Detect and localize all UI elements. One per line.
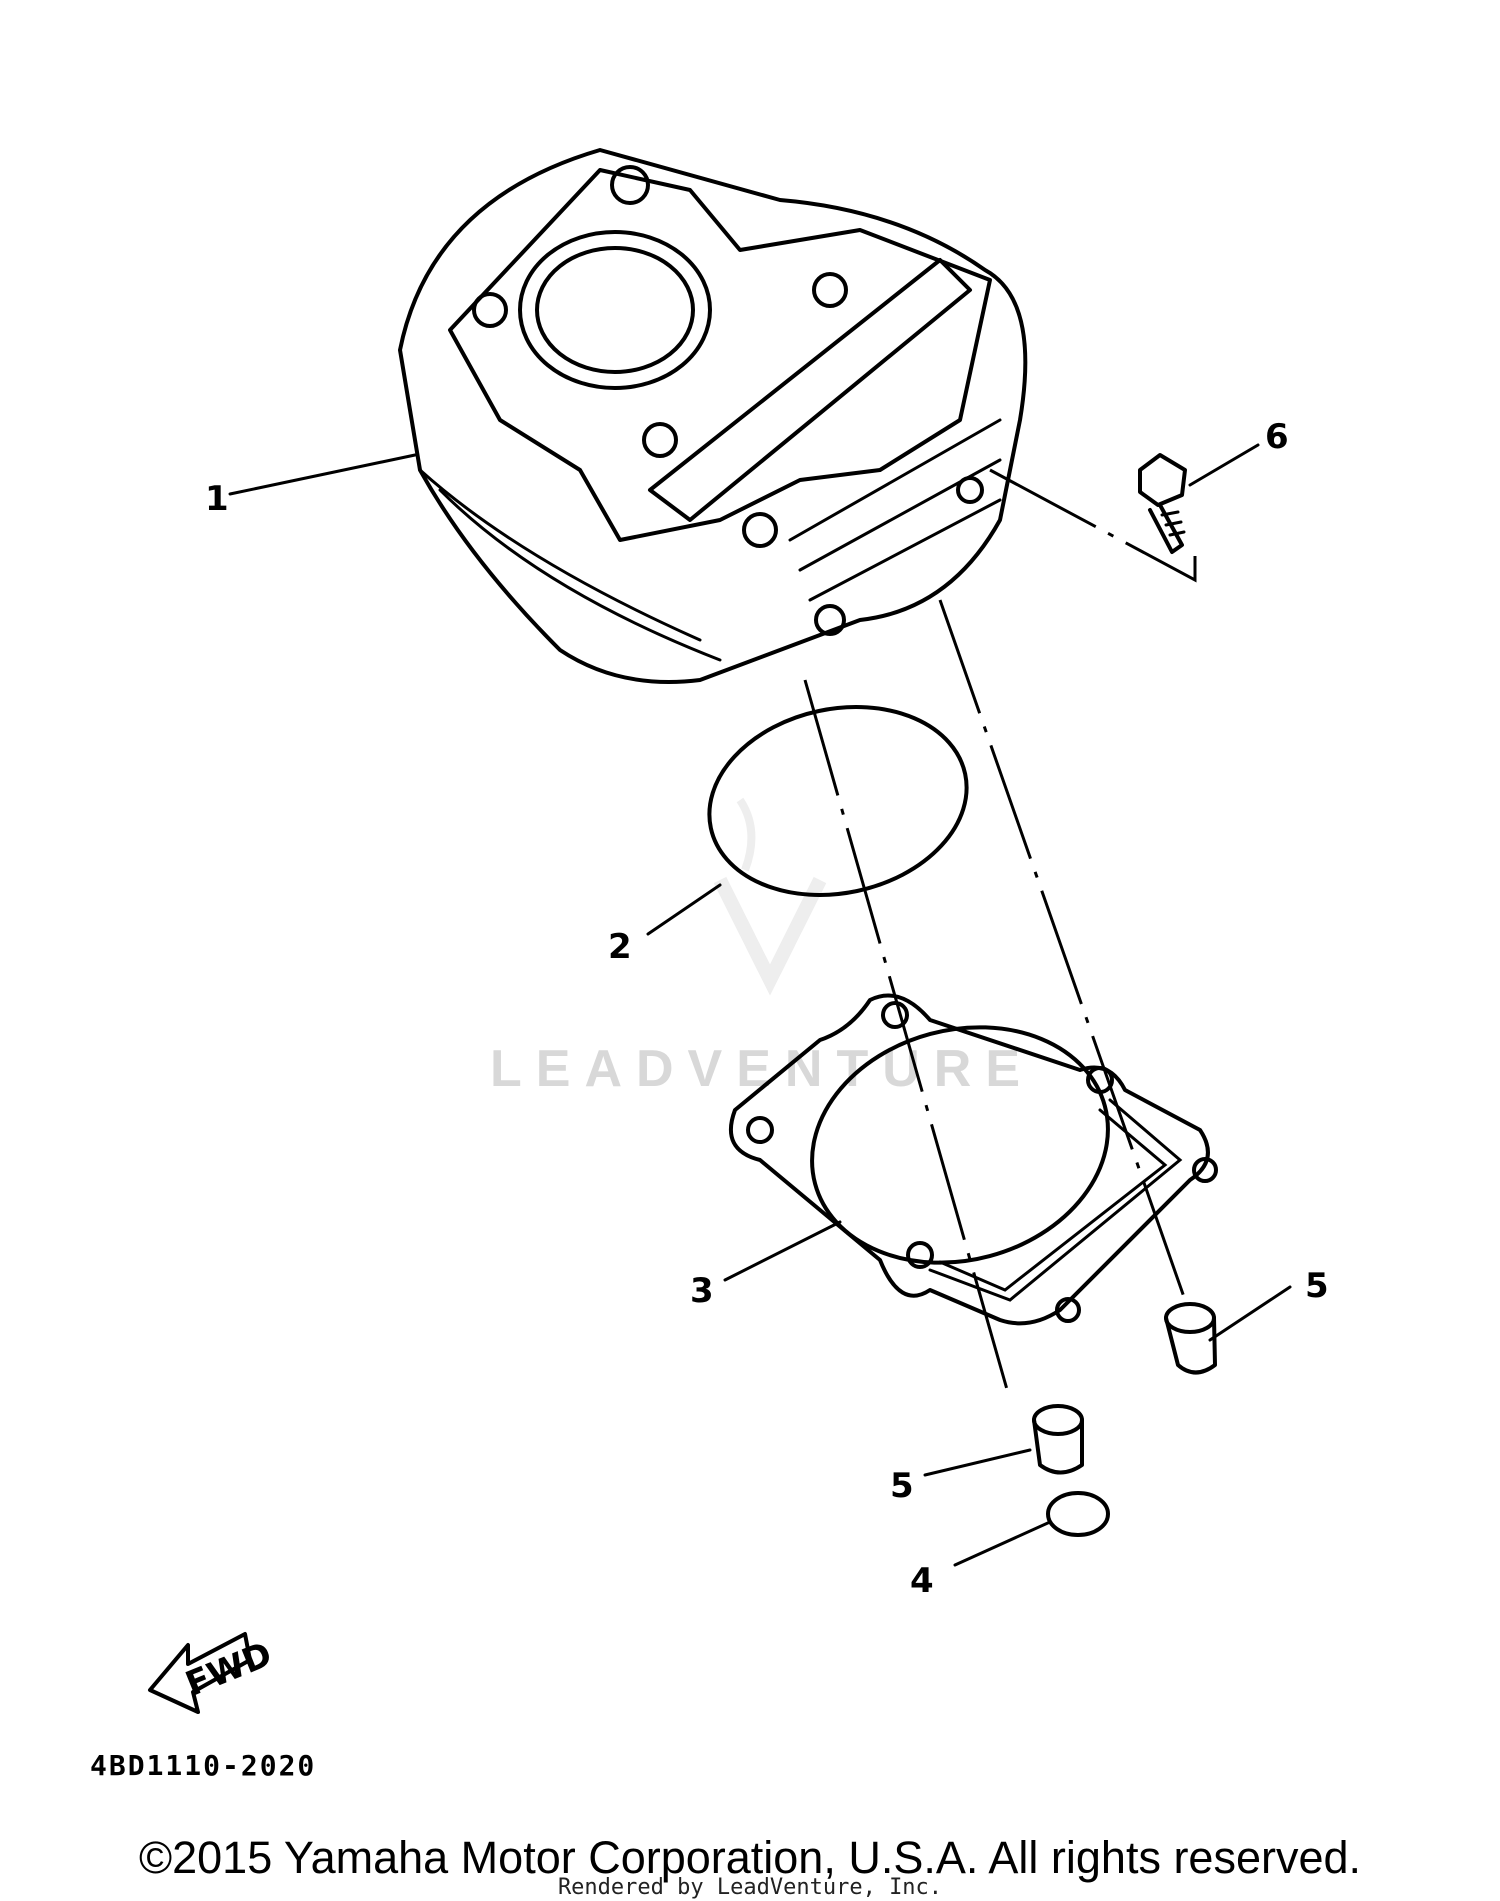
watermark-text: LEADVENTURE xyxy=(490,1040,1034,1098)
callout-5a: 5 xyxy=(1305,1266,1329,1306)
leader-line-3 xyxy=(723,1220,842,1282)
gasket-part-3 xyxy=(729,993,1218,1326)
leader-line-2 xyxy=(646,883,722,936)
callout-2: 2 xyxy=(608,927,632,967)
callout-5b: 5 xyxy=(890,1466,914,1506)
copyright-text: ©2015 Yamaha Motor Corporation, U.S.A. A… xyxy=(138,1832,1362,1883)
cylinder-part-1 xyxy=(398,148,1028,684)
plug-part-4 xyxy=(1046,1491,1110,1537)
callout-3: 3 xyxy=(690,1271,714,1311)
callout-4: 4 xyxy=(910,1561,934,1601)
leader-line-1 xyxy=(228,453,417,496)
leader-line-4 xyxy=(953,1520,1052,1567)
alignment-line-bolt xyxy=(989,468,1197,583)
fwd-arrow-icon: FWD xyxy=(148,1632,278,1714)
dowel-pin-part-5a xyxy=(1164,1302,1217,1375)
fwd-label: FWD xyxy=(180,1634,277,1704)
o-ring-part-2 xyxy=(707,705,969,897)
leader-line-6 xyxy=(1188,443,1260,487)
leader-line-5a xyxy=(1208,1285,1292,1342)
callout-6: 6 xyxy=(1265,417,1289,457)
drawing-code: 4BD1110-2020 xyxy=(90,1749,316,1782)
bolt-part-6 xyxy=(1138,453,1187,554)
alignment-line-right xyxy=(938,599,1187,1301)
dowel-pin-part-5b xyxy=(1032,1404,1084,1475)
alignment-line-cylinder-gasket xyxy=(803,679,1012,1401)
leader-line-5b xyxy=(923,1448,1032,1477)
callout-1: 1 xyxy=(205,479,229,519)
watermark-logo xyxy=(713,797,827,996)
rendered-by-text: Rendered by LeadVenture, Inc. xyxy=(557,1875,943,1900)
